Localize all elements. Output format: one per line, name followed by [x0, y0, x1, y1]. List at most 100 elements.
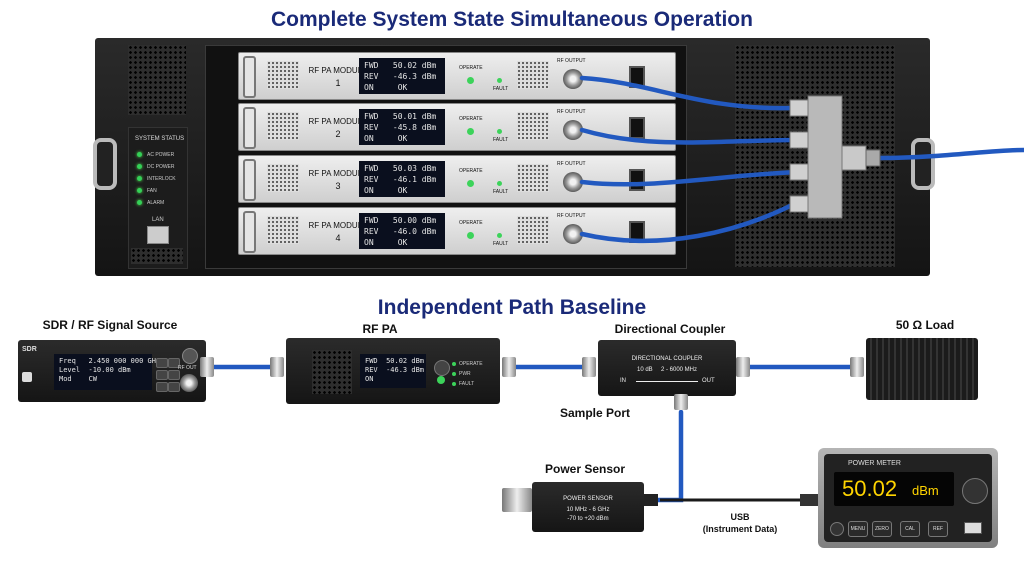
rf-pa-vent: [312, 350, 352, 394]
middle-title: Independent Path Baseline: [377, 296, 647, 319]
sdr-label: SDR / RF Signal Source: [42, 318, 178, 332]
fault-led: [497, 129, 502, 134]
module-vent: [267, 216, 299, 244]
combiner-output-port: [841, 145, 867, 171]
sdr-key[interactable]: [168, 370, 180, 380]
sdr-freq: Freq 2.450 000 000 GHz: [59, 357, 161, 365]
sdr-level: Level -10.00 dBm: [59, 366, 131, 374]
module-vent: [517, 61, 549, 89]
sdr-mod: Mod CW: [59, 375, 97, 383]
sdr-key[interactable]: [156, 370, 168, 380]
fwd-readout: FWD 50.02 dBm: [364, 61, 437, 70]
sdr-usb-port[interactable]: [22, 372, 32, 382]
fault-led: [497, 78, 502, 83]
meter-menu-button[interactable]: MENU: [848, 521, 868, 537]
power-sensor: POWER SENSOR 10 MHz - 6 GHz -70 to +20 d…: [532, 482, 644, 532]
module-name: RF PA MODULE: [308, 117, 368, 126]
cable-combiner-out: [877, 147, 1024, 161]
dummy-load: [866, 338, 978, 400]
rf-output-connector[interactable]: [563, 69, 583, 89]
sensor-title: POWER SENSOR: [563, 496, 613, 502]
rf-output-connector[interactable]: [563, 172, 583, 192]
meter-power-button[interactable]: [830, 522, 844, 536]
power-sensor-label: Power Sensor: [544, 462, 626, 476]
rf-output-label: RF OUTPUT: [557, 58, 586, 64]
sdr-key[interactable]: [156, 358, 168, 368]
meter-title: POWER METER: [848, 460, 901, 467]
operate-label: OPERATE: [459, 65, 483, 71]
meter-zero-button[interactable]: ZERO: [872, 521, 892, 537]
fault-label: FAULT: [493, 86, 509, 92]
sdr-knob[interactable]: [182, 348, 198, 364]
rev-readout: REV -45.8 dBm: [364, 123, 437, 132]
sdr-rf-out-connector[interactable]: [180, 374, 198, 392]
operate-led: [467, 180, 474, 187]
module-handle[interactable]: [243, 56, 256, 98]
sample-port-connector[interactable]: [674, 394, 688, 410]
cable-module-4: [579, 199, 801, 244]
operate-led: [467, 232, 474, 239]
usb-label: USB: [730, 512, 750, 522]
system-status-title: SYSTEM STATUS: [135, 136, 185, 142]
module-handle[interactable]: [243, 159, 256, 201]
pa-indicator: OPERATE: [459, 361, 483, 367]
meter-display: 50.02 dBm: [834, 472, 954, 506]
rf-pa-knob[interactable]: [434, 360, 450, 376]
module-handle[interactable]: [243, 211, 256, 253]
rack-handle-right: [911, 138, 935, 190]
rf-pa-rev: REV -46.3 dBm: [365, 366, 425, 374]
power-switch[interactable]: [629, 117, 645, 139]
fwd-readout: FWD 50.01 dBm: [364, 112, 437, 121]
rf-output-connector[interactable]: [563, 120, 583, 140]
operate-label: OPERATE: [459, 220, 483, 226]
rf-pa-power-button[interactable]: [437, 376, 445, 384]
meter-ref-button[interactable]: REF: [928, 521, 948, 537]
alarm-led: [137, 200, 142, 205]
rf-output-connector[interactable]: [563, 224, 583, 244]
sdr-brand: SDR: [22, 346, 37, 353]
module-name: RF PA MODULE: [308, 66, 368, 75]
operate-label: OPERATE: [459, 116, 483, 122]
rev-readout: REV -46.1 dBm: [364, 175, 437, 184]
module-handle[interactable]: [243, 107, 256, 149]
meter-usb-port[interactable]: [964, 522, 982, 534]
status-item: ALARM: [147, 200, 165, 206]
sensor-rf-connector[interactable]: [502, 488, 532, 512]
module-vent: [267, 61, 299, 89]
sdr-key[interactable]: [156, 382, 168, 392]
rf-output-label: RF OUTPUT: [557, 161, 586, 167]
fault-label: FAULT: [493, 137, 509, 143]
meter-cal-button[interactable]: CAL: [900, 521, 920, 537]
sensor-level: -70 to +20 dBm: [567, 516, 609, 522]
coupler-spec: 10 dB 2 - 6000 MHz: [636, 367, 698, 373]
module-number: 2: [335, 129, 341, 139]
sdr-key[interactable]: [168, 358, 180, 368]
module-name: RF PA MODULE: [308, 221, 368, 230]
coupler-title: DIRECTIONAL COUPLER: [631, 356, 703, 362]
module-vent: [267, 164, 299, 192]
rf-output-label: RF OUTPUT: [557, 213, 586, 219]
status-item: INTERLOCK: [147, 176, 176, 182]
coupler-arrow: [636, 381, 698, 382]
sdr-key[interactable]: [168, 382, 180, 392]
lan-port[interactable]: [147, 226, 169, 244]
rf-pa-fwd: FWD 50.02 dBm: [365, 357, 425, 365]
fwd-readout: FWD 50.03 dBm: [364, 164, 437, 173]
module-number: 1: [335, 78, 341, 88]
fwd-readout: FWD 50.00 dBm: [364, 216, 437, 225]
pa-indicator: FAULT: [459, 381, 475, 387]
sample-port-label: Sample Port: [559, 406, 631, 420]
load-label: 50 Ω Load: [895, 318, 955, 332]
meter-nav-pad[interactable]: [962, 478, 988, 504]
module-vent: [517, 112, 549, 140]
